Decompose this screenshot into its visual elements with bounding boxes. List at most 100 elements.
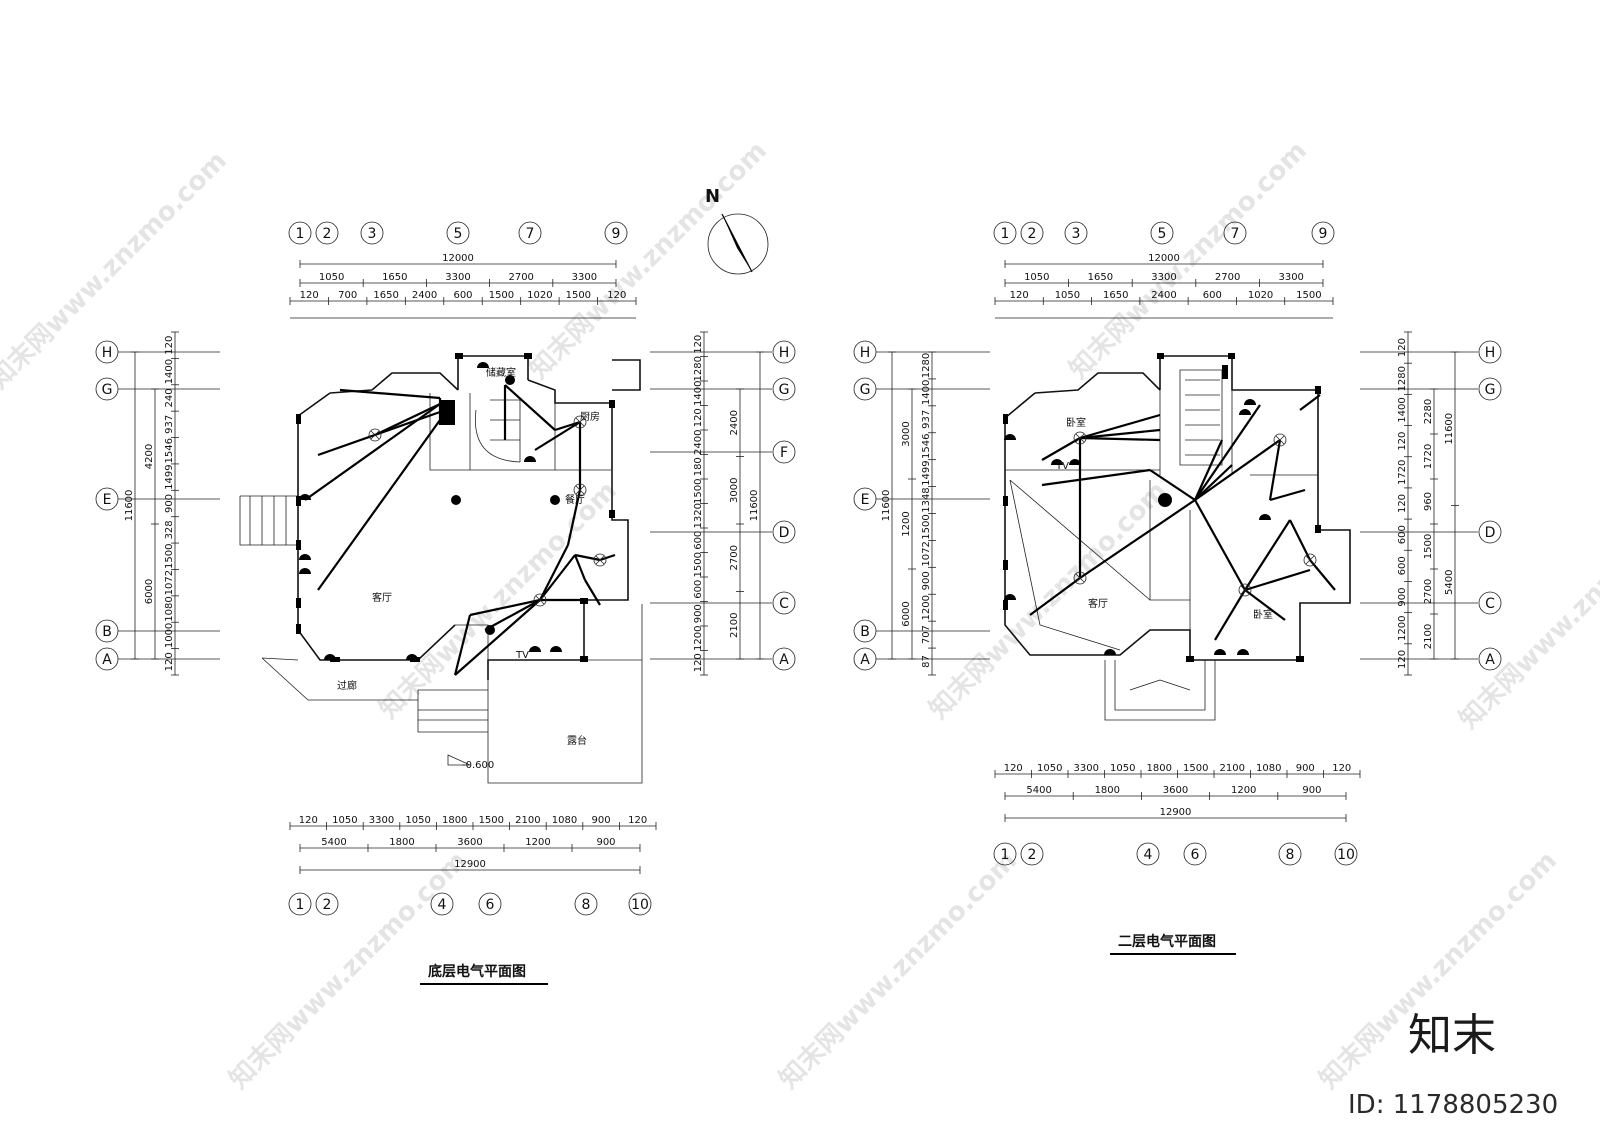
plan2-right-bubble (1478, 647, 1502, 671)
level-mark: -0.600 (462, 760, 494, 771)
plan2-right-mid-label: 1720 (1423, 444, 1434, 469)
plan2-right-mid-label: 960 (1423, 492, 1434, 511)
plan2-top-row2-label: 1050 (1055, 290, 1080, 301)
plan1-right-inner-label: 120 (693, 653, 704, 672)
plan2-top-row2-label: 1650 (1103, 290, 1128, 301)
plan1-left-inner-label: 937 (164, 415, 175, 434)
room-terrace: 露台 (567, 734, 587, 747)
room-corridor: 过廊 (337, 679, 357, 692)
plan2-top-row1-label: 1050 (1024, 272, 1049, 283)
plan1-wire (469, 598, 541, 617)
plan1-wire (453, 614, 472, 676)
plan1-left-inner-label: 328 (164, 520, 175, 539)
plan2-socket (1004, 434, 1016, 440)
plan2-wire (1244, 589, 1286, 621)
plan1-lamp (593, 553, 607, 567)
plan2-socket (1051, 459, 1063, 465)
plan1-top-row2-label: 1020 (527, 290, 552, 301)
plan2-left-axis-G: G (860, 382, 871, 398)
plan2-top-axis-1: 1 (1001, 226, 1010, 242)
plan2-right-inner-label: 900 (1397, 587, 1408, 606)
plan2-left-axis-B: B (860, 624, 870, 640)
plan2-top-axis-2: 2 (1028, 226, 1037, 242)
plan1-right-bubble (772, 377, 796, 401)
plan2-lamp (1073, 571, 1087, 585)
plan1-right-inner-label: 120 (693, 335, 704, 354)
plan2-bottom-row1-label: 1050 (1037, 763, 1062, 774)
plan1-bottom-row2-label: 900 (596, 837, 615, 848)
plan1-fixture-dot (505, 375, 515, 385)
plan2-right-bubble (1478, 591, 1502, 615)
room-living-2: 客厅 (1088, 597, 1108, 610)
tv-label-1: TV (515, 650, 529, 661)
plan2-top-row2-label: 2400 (1151, 290, 1176, 301)
plan1-right-axis-G: G (779, 382, 790, 398)
plan1-top-bubble (360, 221, 384, 245)
plan2-wire (1214, 589, 1246, 641)
plan1-left-outer-label: 4200 (144, 444, 155, 469)
plan1-right-inner-label: 600 (693, 580, 704, 599)
plan2-left-inner-label: 1546 (921, 433, 932, 458)
plan2-lamp-cross (1240, 585, 1250, 595)
plan2-right-mid-label: 2280 (1423, 399, 1434, 424)
plan2-top-axis-3: 3 (1072, 226, 1081, 242)
plan2-right-axis-C: C (1485, 596, 1495, 612)
plan2-top-row1-label: 2700 (1215, 272, 1240, 283)
plan1-top-row1-label: 2700 (508, 272, 533, 283)
plan2-right-inner-label: 120 (1397, 650, 1408, 669)
plan2-wire (1194, 464, 1233, 501)
plan2-top-row1-label: 3300 (1278, 272, 1303, 283)
plan2-lamp (1238, 583, 1252, 597)
plan2-top-row2-label: 600 (1203, 290, 1222, 301)
plan2-wire (1041, 468, 1151, 487)
plan1-left-axis-G: G (102, 382, 113, 398)
plan2-bottom-row1-label: 1800 (1147, 763, 1172, 774)
plan1-fixture-dot (485, 625, 495, 635)
plan2-bottom-axis-10: 10 (1337, 847, 1355, 863)
plan1-left-inner-label: 1499 (164, 464, 175, 489)
brand-logo-text: 知末 (1408, 1010, 1496, 1061)
plan2-top-row2-label: 120 (1010, 290, 1029, 301)
plan2-bottom-axis-1: 1 (1001, 847, 1010, 863)
plan1-wire (534, 421, 581, 451)
plan1-top-row2-label: 1650 (373, 290, 398, 301)
plan1-top-row2-label: 2400 (412, 290, 437, 301)
plan1-left-outer-label: 6000 (144, 579, 155, 604)
plan1-socket (524, 456, 536, 462)
plan2-socket (1004, 594, 1016, 600)
plan1-bottom-row1-label: 120 (299, 815, 318, 826)
plan1-lamp (573, 415, 587, 429)
plan2-right-axis-D: D (1485, 525, 1496, 541)
plan2-wire (1079, 413, 1161, 440)
plan2-wire (1289, 519, 1311, 561)
plan2-right-inner-label: 120 (1397, 494, 1408, 513)
plan2-wire (1244, 519, 1291, 591)
plan1-lamp (368, 428, 382, 442)
plan2-left-axis-H: H (860, 345, 871, 361)
room-bedroom-1: 卧室 (1066, 416, 1086, 429)
plan1-bottom-row1-label: 1500 (479, 815, 504, 826)
plan1-right-bubble (772, 440, 796, 464)
plan1-bottom-row2-label: 5400 (321, 837, 346, 848)
brand-block: 知末 ID: 1178805230 (1348, 1010, 1558, 1120)
plan1-right-inner-label: 1500 (693, 479, 704, 504)
plan1-left-inner-label: 900 (164, 494, 175, 513)
plan2-socket (1244, 399, 1256, 405)
plan1-socket (477, 362, 489, 368)
plan1-top-bubble (315, 221, 339, 245)
watermark-layer: 知末网www.znzmo.com 知末网www.znzmo.com 知末网www… (0, 136, 1600, 1095)
plan2-lamp-cross (1075, 433, 1085, 443)
plan1-bottom-row2-label: 1200 (525, 837, 550, 848)
plan1-wire (539, 554, 576, 601)
plan1-right-inner-label: 1280 (693, 356, 704, 381)
plan1-wire (539, 544, 569, 601)
plan2-bottom-total-label: 12900 (1160, 807, 1192, 818)
plan2-wire (1079, 499, 1196, 579)
room-living: 客厅 (372, 591, 392, 604)
plan2-top-bubble (1223, 221, 1247, 245)
plan1-top-row1-label: 1650 (382, 272, 407, 283)
room-dining: 餐厅 (565, 493, 585, 506)
plan2-bottom-bubble (1278, 842, 1302, 866)
